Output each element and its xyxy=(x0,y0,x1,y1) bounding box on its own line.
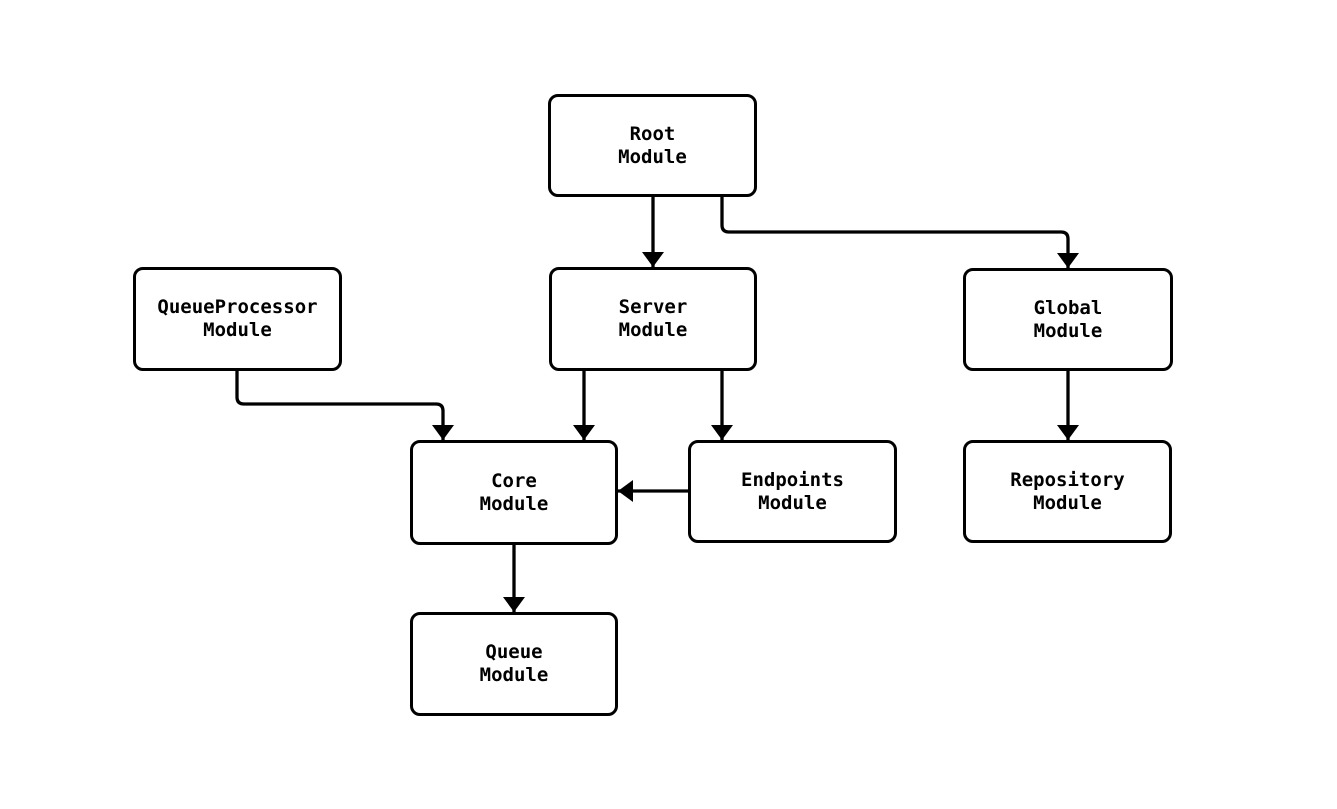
arrowhead-icon xyxy=(503,597,525,612)
arrowhead-icon xyxy=(1057,425,1079,440)
node-label: Root xyxy=(629,122,676,145)
arrowhead-icon xyxy=(573,425,595,440)
edge-queueprocessor-core xyxy=(235,371,454,440)
edge-global-repository xyxy=(1057,371,1079,440)
node-label: Endpoints xyxy=(741,468,844,491)
node-server-module: Server Module xyxy=(549,267,757,371)
node-label: Module xyxy=(479,492,549,515)
node-label: Core xyxy=(491,469,537,492)
node-label: Global xyxy=(1033,296,1103,319)
node-label: Module xyxy=(1033,491,1102,514)
edge-root-global xyxy=(720,197,1079,268)
arrowhead-icon xyxy=(432,425,454,440)
node-label: Module xyxy=(479,664,549,686)
node-core-module: Core Module xyxy=(410,440,618,545)
node-label: Server xyxy=(618,296,688,318)
edge-root-server xyxy=(642,197,664,267)
node-queueprocessor-module: QueueProcessor Module xyxy=(133,267,342,371)
arrowhead-icon xyxy=(711,425,733,440)
node-endpoints-module: Endpoints Module xyxy=(688,440,897,543)
node-root-module: Root Module xyxy=(548,94,757,197)
node-label: Queue xyxy=(485,641,543,663)
node-label: Module xyxy=(758,491,827,514)
arrowhead-icon xyxy=(618,480,633,502)
node-queue-module: Queue Module xyxy=(410,612,618,716)
node-label: Module xyxy=(203,319,272,341)
edge-server-endpoints xyxy=(711,371,733,440)
node-label: Module xyxy=(618,319,688,341)
arrowhead-icon xyxy=(642,252,664,267)
node-label: Module xyxy=(618,145,687,168)
node-label: Module xyxy=(1033,319,1103,342)
edge-server-core xyxy=(573,371,595,440)
node-label: QueueProcessor xyxy=(157,296,318,318)
node-global-module: Global Module xyxy=(963,268,1173,371)
edge-endpoints-core xyxy=(618,480,688,502)
node-label: Repository xyxy=(1010,468,1125,491)
arrowhead-icon xyxy=(1057,253,1079,268)
node-repository-module: Repository Module xyxy=(963,440,1172,543)
edge-core-queue xyxy=(503,545,525,612)
